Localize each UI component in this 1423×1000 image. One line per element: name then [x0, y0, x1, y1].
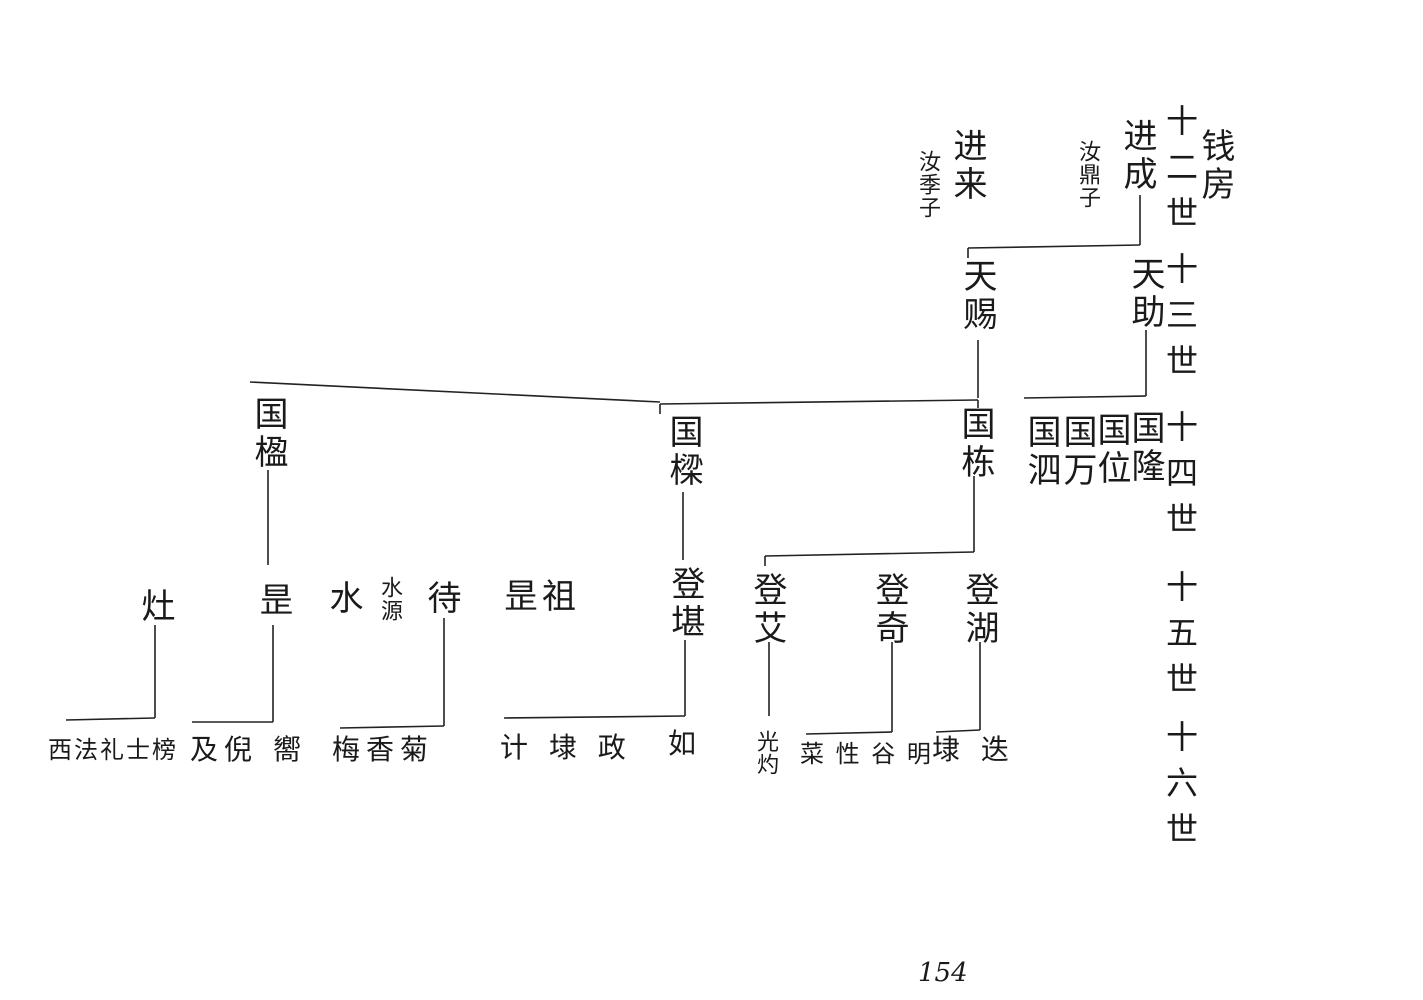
person-dengai: 登艾	[747, 572, 787, 648]
person-guosi: 国泗	[1021, 414, 1061, 490]
generation-label-14: 十四世	[1161, 410, 1199, 548]
person-guowan: 国万	[1057, 414, 1097, 490]
person-dengqi: 登奇	[869, 572, 909, 648]
clan-label: 钱房	[1195, 128, 1235, 204]
person-jinlai: 进来	[947, 128, 987, 204]
person-guowei: 国位	[1091, 412, 1131, 488]
person-shuiyuan: 水源	[377, 576, 402, 622]
person-guoliang: 国樑	[663, 414, 703, 490]
descendants-of-dai: 梅香菊	[332, 733, 435, 766]
person-jincheng: 进成	[1117, 118, 1157, 194]
generation-label-13: 十三世	[1161, 252, 1199, 390]
person-tianci: 天赐	[957, 258, 997, 334]
generation-label-15: 十五世	[1161, 570, 1199, 708]
descendants-of-dengqi: 菜 性 谷 明	[800, 740, 933, 768]
generation-label-12: 十二世	[1161, 104, 1199, 242]
person-guodong: 国栋	[955, 406, 995, 482]
descendant-ru: 如	[668, 727, 703, 760]
descendants-of-xian: 及倪 嚮	[190, 733, 307, 766]
descendants-of-zao: 西法礼士榜	[48, 736, 178, 764]
page-number: 154	[918, 958, 968, 988]
connector-line	[1023, 395, 1147, 399]
connector-line	[339, 725, 445, 729]
connector-line	[967, 244, 1141, 249]
person-tianzhu: 天助	[1125, 256, 1165, 332]
connector-line	[249, 381, 661, 403]
note-jinlai: 汝季子	[915, 150, 940, 219]
person-shui: 水	[323, 580, 363, 618]
note-jincheng: 汝鼎子	[1075, 140, 1100, 209]
descendants-of-dengai: 光灼	[753, 730, 778, 776]
person-guoying: 国楹	[248, 396, 288, 472]
person-denghu: 登湖	[959, 572, 999, 648]
person-guolong: 国隆	[1125, 410, 1165, 486]
person-xian: 昰	[253, 582, 293, 620]
person-dengkan: 登堪	[665, 566, 705, 642]
connector-line	[764, 551, 975, 557]
person-xianzu: 昰祖	[504, 577, 580, 617]
connector-line	[659, 399, 979, 405]
descendants-of-denghu: 埭 迭	[932, 733, 1015, 766]
connector-line	[935, 729, 981, 733]
person-zao: 灶	[135, 588, 175, 626]
person-dai: 待	[421, 580, 461, 618]
descendants-of-dengkan: 计 埭 政	[500, 731, 632, 764]
connector-line	[805, 731, 893, 735]
connector-line	[65, 717, 156, 721]
generation-label-16: 十六世	[1161, 720, 1199, 858]
connector-line	[503, 715, 686, 719]
